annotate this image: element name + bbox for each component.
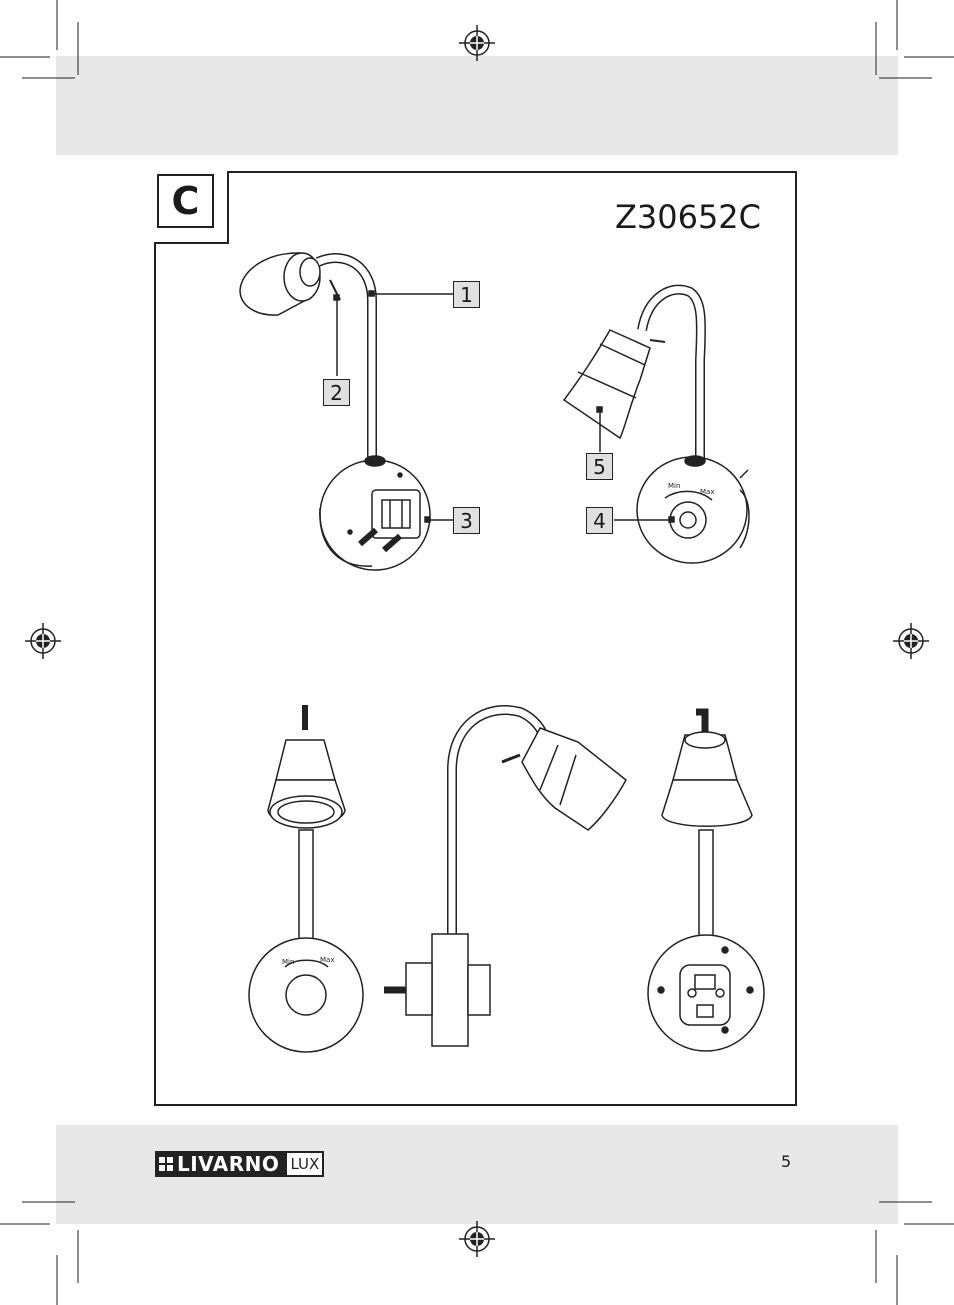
- registration-mark-left: [25, 623, 61, 659]
- section-letter: C: [157, 174, 214, 228]
- brand-logo: LIVARNO LUX: [155, 1151, 324, 1177]
- model-number: Z30652C: [615, 198, 761, 236]
- page-number: 5: [781, 1152, 791, 1171]
- registration-mark-right: [893, 623, 929, 659]
- brand-sub: LUX: [285, 1151, 324, 1177]
- registration-mark-bottom: [459, 1221, 495, 1257]
- callout-5: 5: [586, 453, 613, 480]
- registration-mark-top: [459, 25, 495, 61]
- callout-4: 4: [586, 507, 613, 534]
- brand-grid-icon: [159, 1157, 173, 1171]
- callout-2: 2: [323, 379, 350, 406]
- callout-3: 3: [453, 507, 480, 534]
- brand-name-text: LIVARNO: [177, 1152, 279, 1176]
- brand-name: LIVARNO: [155, 1151, 285, 1177]
- figure-frame: [154, 171, 797, 1106]
- callout-1: 1: [453, 281, 480, 308]
